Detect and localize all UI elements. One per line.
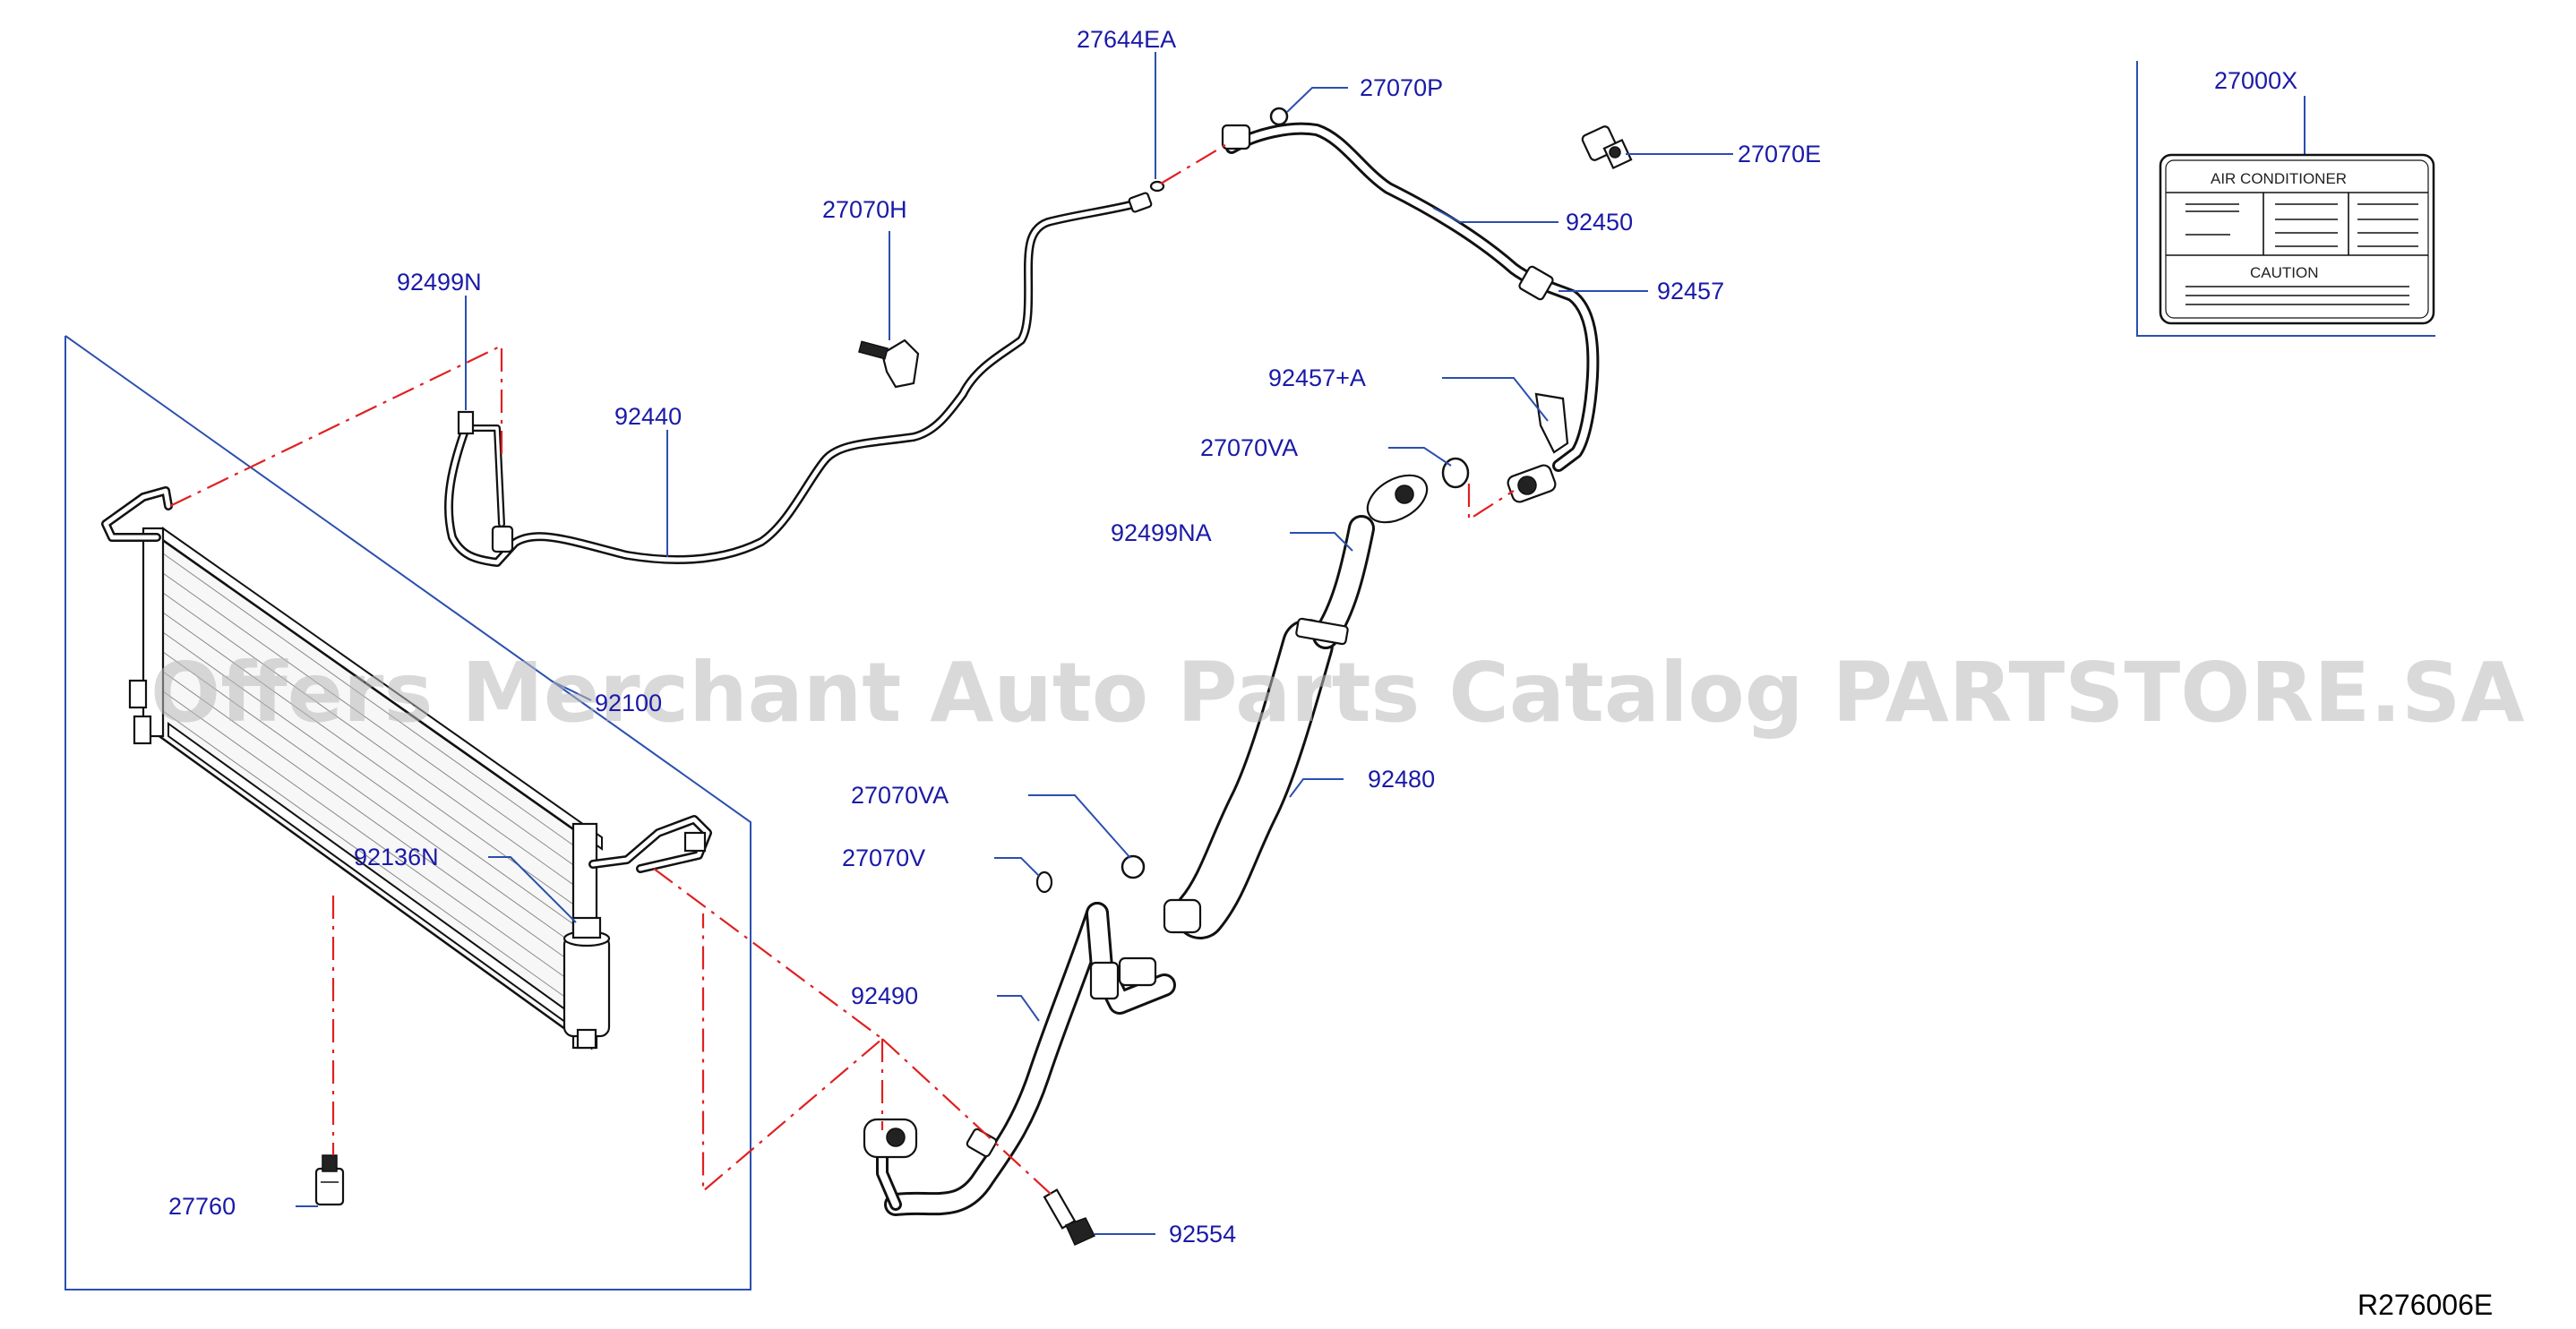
leader-lines [296,52,2306,1235]
label-92554[interactable]: 92554 [1169,1221,1236,1248]
label-92440[interactable]: 92440 [614,403,682,430]
part-labels: 27644EA 27070P 27070E 92450 92457 27070H… [168,26,2297,1248]
label-27000X[interactable]: 27000X [2214,67,2297,94]
watermark: Offers Merchant Auto Parts Catalog PARTS… [150,645,2525,741]
label-92499N[interactable]: 92499N [397,269,482,296]
label-92136N[interactable]: 92136N [354,844,439,870]
label-92490[interactable]: 92490 [851,982,918,1009]
label-27644EA[interactable]: 27644EA [1077,26,1176,53]
o-ring-27070VA-mid[interactable] [1121,854,1146,879]
receiver-dryer[interactable] [562,916,611,1050]
label-92100[interactable]: 92100 [595,690,662,716]
label-27070E[interactable]: 27070E [1738,141,1821,167]
label-27070P[interactable]: 27070P [1360,74,1443,101]
ac-label-box [2136,61,2435,337]
condenser-frame [64,335,751,1290]
label-27070V[interactable]: 27070V [842,845,925,871]
clip-27070H[interactable] [858,339,920,389]
pressure-sensor-27760[interactable] [314,1154,345,1206]
pipe-92440[interactable] [444,192,1153,567]
o-ring-27070P[interactable] [1269,107,1289,126]
hose-92480[interactable] [1163,466,1435,939]
label-27070VA-top[interactable]: 27070VA [1200,434,1298,461]
o-ring-27644EA[interactable] [1149,180,1165,193]
label-92457[interactable]: 92457 [1657,278,1724,304]
label-92457A[interactable]: 92457+A [1268,364,1366,391]
label-27070H[interactable]: 27070H [822,196,907,223]
label-92499NA[interactable]: 92499NA [1111,519,1212,546]
label-92480[interactable]: 92480 [1368,766,1435,793]
bolt-92554[interactable] [1043,1188,1096,1246]
diagram-code: R276006E [2357,1289,2493,1321]
o-ring-27070V[interactable] [1035,870,1053,894]
sensor-27070E[interactable] [1581,125,1633,169]
ac-label-caution: CAUTION [2250,264,2319,281]
centerlines [169,144,1515,1196]
label-27760[interactable]: 27760 [168,1193,236,1220]
ac-label-title: AIR CONDITIONER [2211,170,2347,187]
condenser[interactable] [101,486,603,1050]
condenser-outlet-pipe[interactable] [588,815,712,873]
pipe-92450[interactable] [1221,122,1600,504]
ac-info-label[interactable]: AIR CONDITIONER CAUTION [2159,153,2435,325]
label-27070VA-mid[interactable]: 27070VA [851,782,949,809]
o-ring-27070VA-top[interactable] [1441,457,1470,489]
hose-92490[interactable] [863,902,1176,1216]
label-92450[interactable]: 92450 [1566,209,1633,236]
